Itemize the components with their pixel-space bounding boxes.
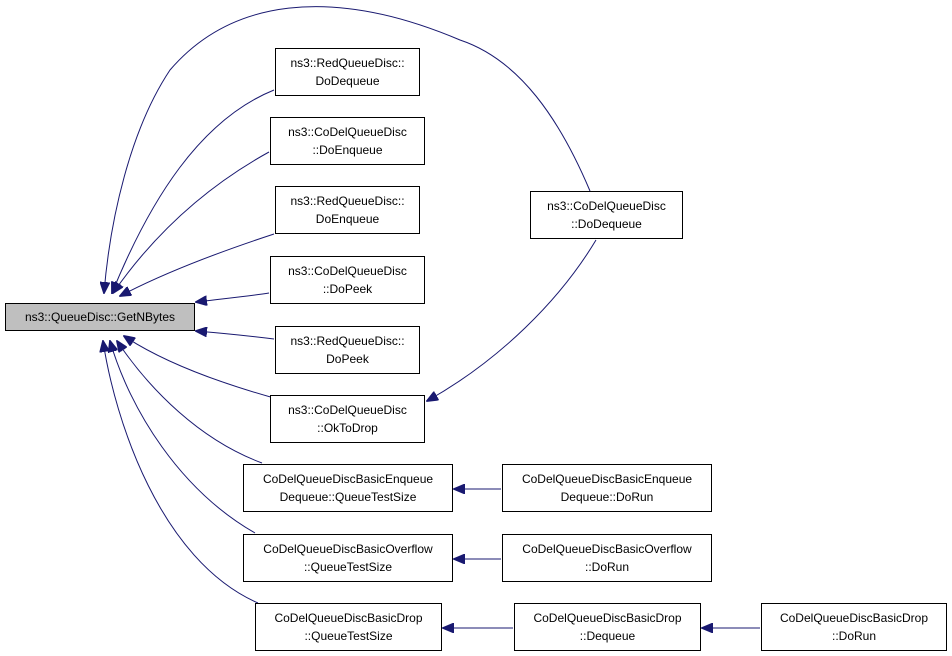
edge-codel_dopeek-to-root	[196, 292, 270, 302]
node-drop-dorun[interactable]: CoDelQueueDiscBasicDrop ::DoRun	[761, 603, 947, 651]
edge-overflow_qts-to-root	[110, 341, 256, 534]
node-label-line: ::DoDequeue	[571, 217, 642, 231]
node-red-dopeek[interactable]: ns3::RedQueueDisc:: DoPeek	[275, 326, 420, 374]
node-label-line: ns3::CoDelQueueDisc	[288, 403, 407, 417]
node-label-line: ::Dequeue	[579, 629, 636, 643]
node-enqueue-dequeue-dorun[interactable]: CoDelQueueDiscBasicEnqueue Dequeue::DoRu…	[502, 464, 712, 512]
edge-codel_oktodrop-to-root	[124, 336, 275, 399]
node-drop-dequeue[interactable]: CoDelQueueDiscBasicDrop ::Dequeue	[514, 603, 701, 651]
node-label-line: ::DoRun	[831, 629, 877, 643]
node-label-line: DoPeek	[326, 352, 369, 366]
node-codel-dodequeue[interactable]: ns3::CoDelQueueDisc ::DoDequeue	[530, 191, 683, 239]
node-label-line: Dequeue::QueueTestSize	[279, 490, 417, 504]
node-enqueue-dequeue-queuetestsize[interactable]: CoDelQueueDiscBasicEnqueue Dequeue::Queu…	[243, 464, 453, 512]
node-label-line: ns3::QueueDisc::GetNBytes	[24, 310, 176, 324]
edge-codel_doenqueue-to-root	[113, 151, 270, 293]
node-label-line: ::DoPeek	[322, 282, 373, 296]
node-label-line: ::QueueTestSize	[304, 629, 393, 643]
edge-codel_dodequeue-to-codel_oktodrop	[427, 239, 597, 401]
edge-red_doenqueue-to-root	[120, 233, 275, 296]
node-red-doenqueue[interactable]: ns3::RedQueueDisc:: DoEnqueue	[275, 186, 420, 234]
node-label-line: DoEnqueue	[315, 212, 380, 226]
node-overflow-dorun[interactable]: CoDelQueueDiscBasicOverflow ::DoRun	[502, 534, 712, 582]
node-label-line: CoDelQueueDiscBasicOverflow	[522, 542, 692, 556]
node-codel-oktodrop[interactable]: ns3::CoDelQueueDisc ::OkToDrop	[270, 395, 425, 443]
edge-red_dopeek-to-root	[196, 331, 275, 340]
node-label-line: ns3::CoDelQueueDisc	[547, 199, 666, 213]
node-red-dodequeue[interactable]: ns3::RedQueueDisc:: DoDequeue	[275, 48, 420, 96]
node-label-line: CoDelQueueDiscBasicDrop	[533, 611, 682, 625]
node-label-line: DoDequeue	[315, 74, 380, 88]
edge-enq_deq_qts-to-root	[117, 341, 263, 464]
edge-red_dodequeue-to-root	[112, 89, 275, 293]
node-label-line: ns3::CoDelQueueDisc	[288, 264, 407, 278]
node-label-line: ::DoEnqueue	[312, 143, 383, 157]
node-label-line: ns3::RedQueueDisc::	[290, 194, 405, 208]
node-label-line: ns3::RedQueueDisc::	[290, 56, 405, 70]
node-label-line: CoDelQueueDiscBasicOverflow	[263, 542, 433, 556]
edge-codel_dodequeue-to-root	[104, 6, 591, 293]
node-label-line: CoDelQueueDiscBasicEnqueue	[262, 472, 434, 486]
node-label-line: ns3::CoDelQueueDisc	[288, 125, 407, 139]
edge-drop_qts-to-root	[103, 341, 259, 604]
node-codel-dopeek[interactable]: ns3::CoDelQueueDisc ::DoPeek	[270, 256, 425, 304]
node-label-line: ::QueueTestSize	[303, 560, 393, 574]
node-label-line: CoDelQueueDiscBasicEnqueue	[521, 472, 693, 486]
edges	[103, 6, 760, 628]
node-overflow-queuetestsize[interactable]: CoDelQueueDiscBasicOverflow ::QueueTestS…	[243, 534, 453, 582]
node-drop-queuetestsize[interactable]: CoDelQueueDiscBasicDrop ::QueueTestSize	[255, 603, 442, 651]
node-label-line: CoDelQueueDiscBasicDrop	[779, 611, 929, 625]
node-label-line: CoDelQueueDiscBasicDrop	[274, 611, 423, 625]
node-label-line: Dequeue::DoRun	[560, 490, 654, 504]
node-queuedisc-getnbytes: ns3::QueueDisc::GetNBytes	[5, 303, 195, 331]
node-codel-doenqueue[interactable]: ns3::CoDelQueueDisc ::DoEnqueue	[270, 117, 425, 165]
node-label-line: ns3::RedQueueDisc::	[290, 334, 405, 348]
node-label-line: ::OkToDrop	[317, 421, 378, 435]
node-label-line: ::DoRun	[584, 560, 630, 574]
